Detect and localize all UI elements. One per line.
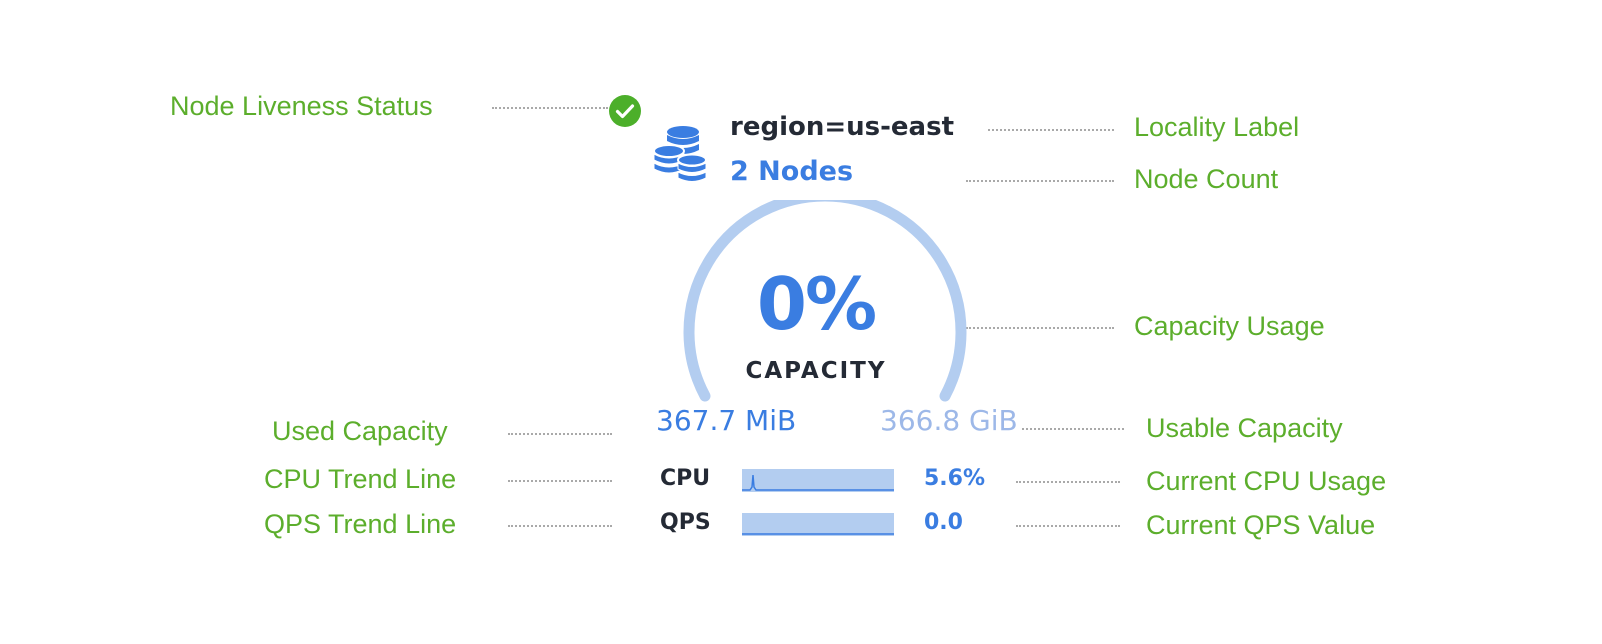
cpu-trend-line	[742, 469, 894, 492]
cpu-current-value: 5.6%	[924, 466, 986, 491]
callout-cpu-trend-line: CPU Trend Line	[264, 464, 457, 494]
capacity-percent: 0%	[756, 262, 877, 346]
check-circle-icon	[609, 95, 641, 127]
leader-line-liveness	[492, 107, 608, 109]
callout-current-cpu-usage: Current CPU Usage	[1146, 466, 1387, 496]
database-icon	[653, 126, 707, 182]
callout-qps-trend-line: QPS Trend Line	[264, 509, 457, 539]
leader-line-capacity-usage	[966, 327, 1114, 329]
callout-locality-label: Locality Label	[1134, 112, 1300, 142]
leader-line-locality	[988, 129, 1114, 131]
capacity-gauge	[683, 200, 967, 402]
cpu-label: CPU	[660, 466, 711, 491]
leader-line-node-count	[966, 180, 1114, 182]
callout-node-liveness-status: Node Liveness Status	[170, 91, 433, 121]
callout-current-qps-value: Current QPS Value	[1146, 510, 1376, 540]
usable-capacity-value: 366.8 GiB	[880, 404, 1018, 437]
leader-line-used-capacity	[508, 433, 612, 435]
leader-line-cpu-trend	[508, 480, 612, 482]
callout-usable-capacity: Usable Capacity	[1146, 413, 1343, 443]
callout-capacity-usage: Capacity Usage	[1134, 311, 1325, 341]
qps-current-value: 0.0	[924, 510, 963, 535]
capacity-label: CAPACITY	[745, 358, 887, 384]
locality-label: region=us-east	[730, 112, 954, 142]
node-count[interactable]: 2 Nodes	[730, 156, 854, 187]
leader-line-current-cpu	[1016, 481, 1120, 483]
leader-line-current-qps	[1016, 525, 1120, 527]
qps-label: QPS	[660, 510, 711, 535]
leader-line-qps-trend	[508, 525, 612, 527]
qps-trend-line	[742, 513, 894, 536]
callout-used-capacity: Used Capacity	[272, 416, 448, 446]
leader-line-usable-capacity	[1022, 428, 1124, 430]
used-capacity-value: 367.7 MiB	[656, 404, 797, 437]
callout-node-count: Node Count	[1134, 164, 1279, 194]
